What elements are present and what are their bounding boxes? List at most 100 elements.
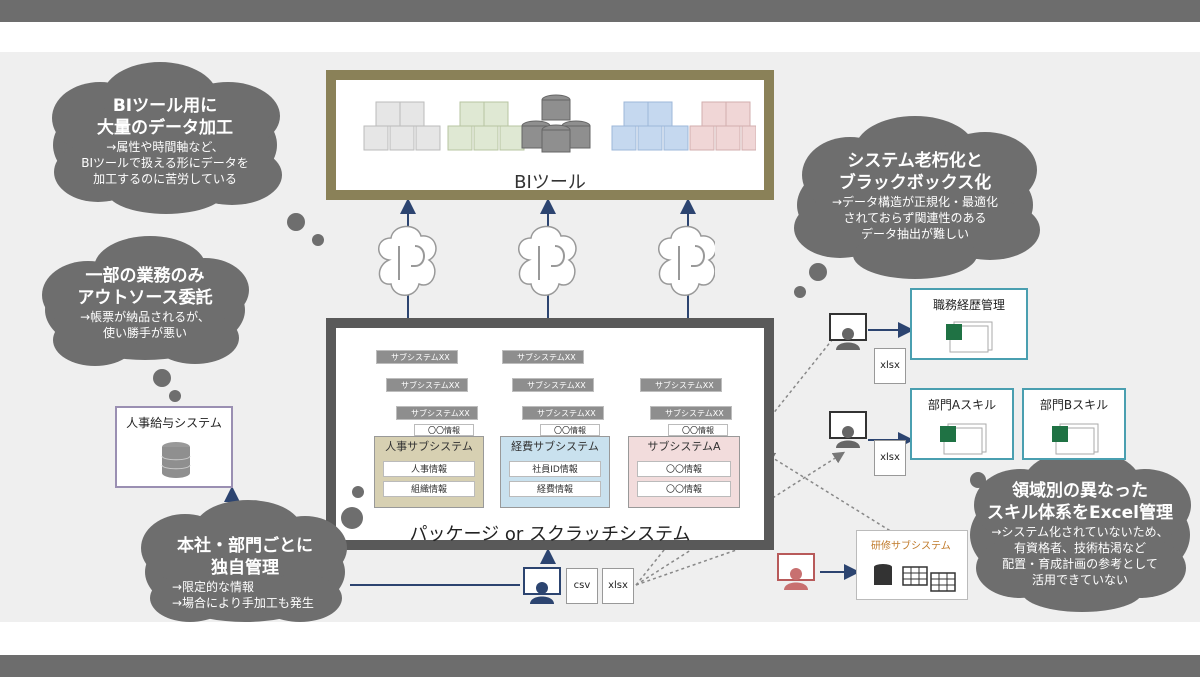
cube-group-blue (611, 101, 689, 151)
bottom-band (0, 655, 1200, 677)
cloud-bi-body: →属性や時間軸など、 (106, 140, 224, 154)
org-info-item: 組織情報 (383, 481, 475, 497)
user-at-pc-icon-blue (523, 567, 561, 604)
training-subsystem-box: 研修サブシステム (856, 530, 968, 600)
xlsx-doc-icon: xlsx (874, 440, 906, 476)
cloud-bi-title: 大量のデータ加工 (97, 118, 233, 138)
cloud-legacy (794, 116, 1040, 298)
bottom-white-strip (0, 622, 1200, 655)
user-at-pc-icon (829, 313, 867, 350)
csv-doc-icon: csv (566, 568, 598, 604)
skill-a-box: 部門Aスキル (910, 388, 1014, 460)
sync-cloud-icon-1 (378, 225, 437, 296)
info-item: 〇〇情報 (637, 461, 731, 477)
cloud-bi-title: BIツール用に (112, 96, 218, 116)
skill-a-title: 部門Aスキル (927, 398, 997, 412)
cloud-dept-title: 独自管理 (211, 558, 279, 578)
cube-group-green (447, 101, 525, 151)
sync-cloud-icons (378, 225, 715, 296)
stack-item: 〇〇情報 (540, 424, 600, 436)
subsystem-a-card: サブシステムA 〇〇情報 〇〇情報 (628, 436, 740, 508)
sync-cloud-icon-2 (518, 225, 577, 296)
package-system-box: サブシステムXX サブシステムXX サブシステムXX 〇〇情報 サブシステムXX… (326, 318, 774, 550)
top-band (0, 0, 1200, 22)
expense-subsystem-card: 経費サブシステム 社員ID情報 経費情報 (500, 436, 610, 508)
cloud-outsource-body: 使い勝手が悪い (102, 326, 187, 340)
stack-header: サブシステムXX (640, 378, 722, 392)
cube-group-gray (363, 101, 441, 151)
cloud-excel-body: 活用できていない (1031, 573, 1128, 587)
sync-cloud-icon-3 (658, 225, 715, 296)
excel-file-icon (946, 321, 993, 353)
cloud-dept-body: →限定的な情報 (172, 580, 255, 594)
data-cube-icons (363, 94, 756, 153)
stack-header: サブシステムXX (386, 378, 468, 392)
skill-b-box: 部門Bスキル (1022, 388, 1126, 460)
cloud-legacy-title: ブラックボックス化 (838, 173, 992, 193)
stack-header: サブシステムXX (512, 378, 594, 392)
cloud-bi-body: 加工するのに苦労している (93, 172, 237, 186)
cloud-legacy-body: されておらず関連性のある (843, 211, 987, 225)
subsystem-a-title: サブシステムA (647, 440, 721, 453)
database-icon (521, 94, 591, 153)
cloud-outsource-title: アウトソース委託 (77, 288, 213, 308)
dotted-line-3 (635, 539, 766, 586)
payroll-system-box: 人事給与システム (115, 406, 233, 488)
hr-info-item: 人事情報 (383, 461, 475, 477)
hr-subsystem-card: 人事サブシステム 人事情報 組織情報 (374, 436, 484, 508)
skill-b-title: 部門Bスキル (1039, 398, 1109, 412)
cube-group-pink (689, 101, 756, 151)
stack-item: 〇〇情報 (414, 424, 474, 436)
top-white-strip (0, 22, 1200, 52)
cloud-excel-body: 有資格者、技術枯渇など (1013, 541, 1146, 555)
database-icon (161, 442, 191, 478)
cloud-excel-body: →システム化されていないため、 (991, 525, 1169, 539)
career-management-title: 職務経歴管理 (932, 298, 1005, 312)
xlsx-doc-icon: xlsx (602, 568, 634, 604)
excel-file-icon (1052, 423, 1099, 455)
stack-header: サブシステムXX (376, 350, 458, 364)
cloud-excel-title: 領域別の異なった (1012, 481, 1148, 501)
cloud-outsource-text: 一部の業務のみ アウトソース委託 →帳票が納品されるが、 使い勝手が悪い (55, 265, 235, 341)
cloud-excel-title: スキル体系をExcel管理 (986, 503, 1173, 523)
cloud-legacy-body: データ抽出が難しい (860, 227, 969, 241)
stack-header: サブシステムXX (650, 406, 732, 420)
dotted-line-4 (762, 451, 906, 541)
stack-header: サブシステムXX (502, 350, 584, 364)
cloud-outsource-body: →帳票が納品されるが、 (80, 310, 210, 324)
cloud-outsource-title: 一部の業務のみ (85, 266, 205, 286)
employee-id-item: 社員ID情報 (509, 461, 601, 477)
cloud-legacy-title: システム老朽化と (847, 151, 983, 171)
cloud-excel-text: 領域別の異なった スキル体系をExcel管理 →システム化されていないため、 有… (970, 480, 1190, 588)
cloud-dept-title: 本社・部門ごとに (177, 536, 313, 556)
cloud-dept (141, 486, 364, 622)
cloud-dept-body: →場合により手加工も発生 (172, 596, 314, 610)
info-item: 〇〇情報 (637, 481, 731, 497)
cloud-dept-text: 本社・部門ごとに 独自管理 →限定的な情報 →場合により手加工も発生 (160, 535, 330, 611)
stack-header: サブシステムXX (522, 406, 604, 420)
cloud-bi (52, 62, 324, 246)
stack-item: 〇〇情報 (668, 424, 728, 436)
cloud-legacy-text: システム老朽化と ブラックボックス化 →データ構造が正規化・最適化 されておらず… (810, 150, 1020, 242)
expense-subsystem-title: 経費サブシステム (511, 440, 599, 453)
user-at-pc-icon (829, 411, 867, 448)
expense-info-item: 経費情報 (509, 481, 601, 497)
cloud-legacy-body: →データ構造が正規化・最適化 (831, 195, 999, 209)
bi-tool-label: BIツール (514, 172, 586, 193)
database-table-icons (874, 564, 956, 592)
excel-file-icon (940, 423, 987, 455)
payroll-system-title: 人事給与システム (126, 416, 222, 430)
cloud-bi-text: BIツール用に 大量のデータ加工 →属性や時間軸など、 BIツールで扱える形にデ… (65, 95, 265, 187)
cloud-excel (970, 450, 1191, 612)
user-at-pc-icon-red (777, 553, 815, 590)
xlsx-doc-icon: xlsx (874, 348, 906, 384)
hr-subsystem-title: 人事サブシステム (385, 440, 473, 453)
package-system-label: パッケージ or スクラッチシステム (409, 524, 691, 545)
career-management-box: 職務経歴管理 (910, 288, 1028, 360)
stack-header: サブシステムXX (396, 406, 478, 420)
cloud-excel-body: 配置・育成計画の参考として (1002, 557, 1158, 571)
cloud-outsource (42, 236, 249, 402)
cloud-bi-body: BIツールで扱える形にデータを (81, 156, 249, 170)
bi-tool-box: BIツール (326, 70, 774, 200)
